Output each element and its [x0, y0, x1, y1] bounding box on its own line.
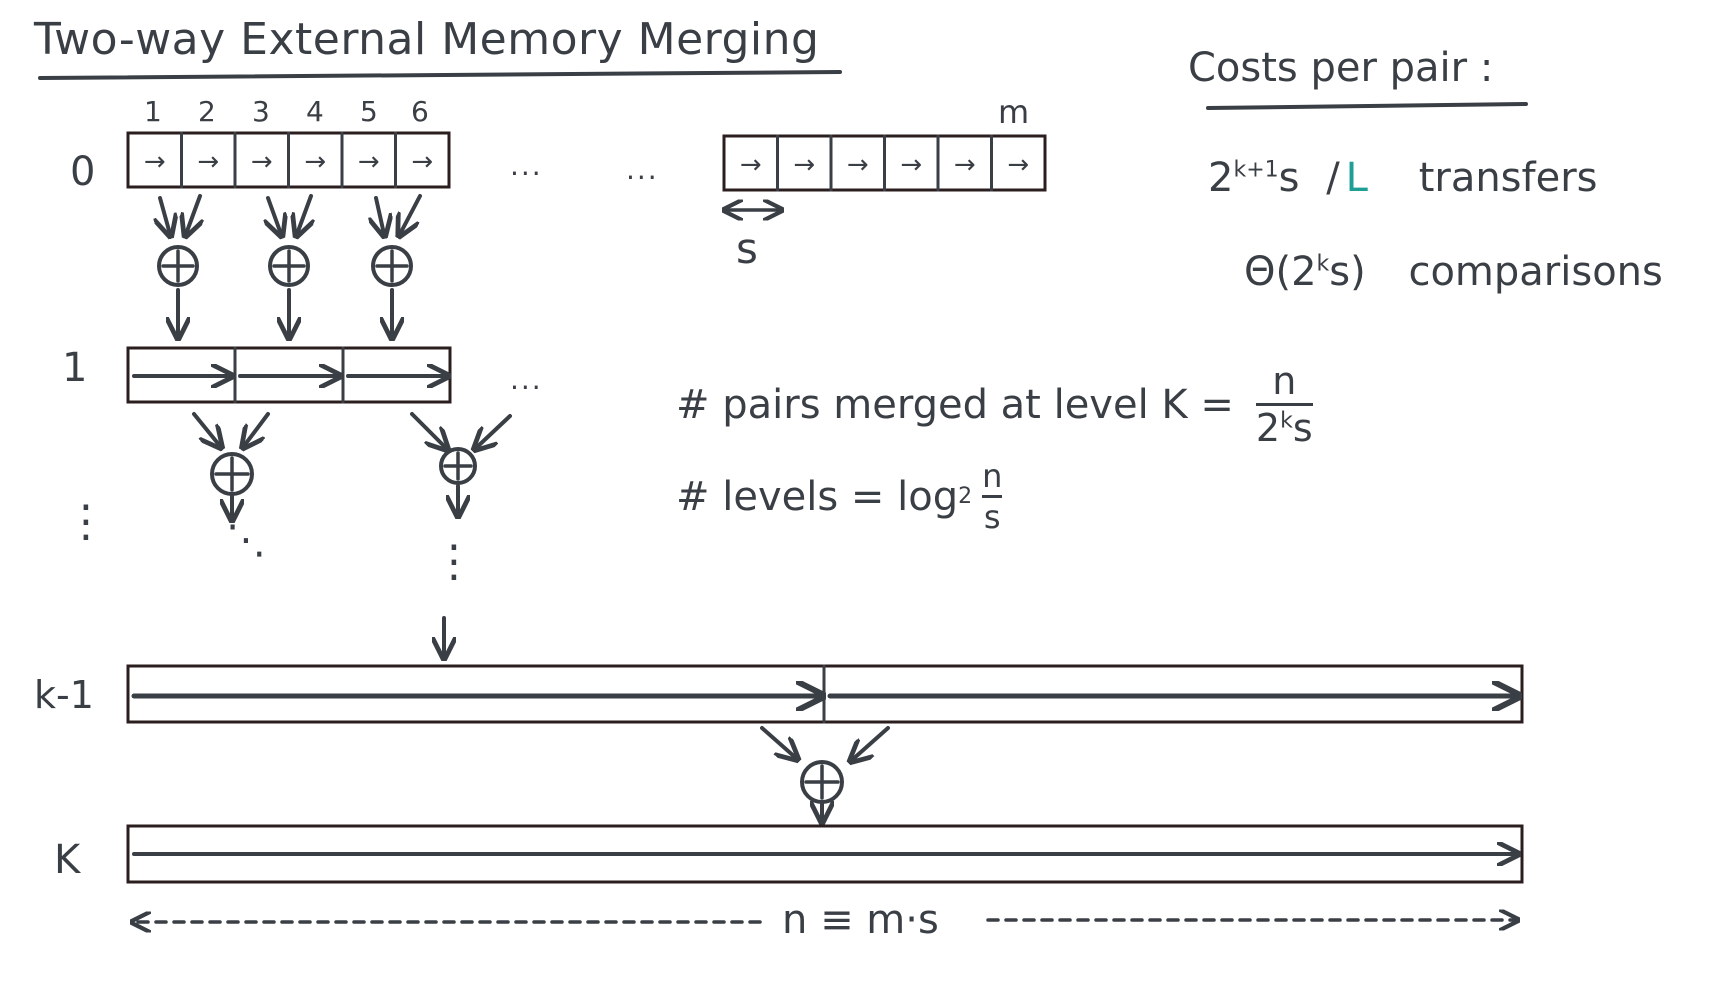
transfers-L: L: [1345, 155, 1368, 201]
level-k-box: [126, 824, 1524, 884]
levels-log-base: 2: [958, 483, 973, 509]
level0-left-cell-arrow-1: →: [144, 147, 166, 177]
level0-left-cell-arrow-5: →: [358, 147, 380, 177]
run-number-5: 5: [360, 95, 378, 128]
comparisons-formula: Θ(2ks) comparisons: [1244, 252, 1663, 292]
level0-left-cell-arrow-2: →: [197, 147, 219, 177]
total-size-label: n ≡ m·s: [782, 897, 939, 943]
transfers-base: 2: [1208, 155, 1234, 201]
level-label-k-minus-1: k-1: [34, 673, 94, 717]
level0-left-cell-arrow-4: →: [304, 147, 326, 177]
transfers-exponent: k+1: [1233, 157, 1279, 183]
ellipsis-level1: ...: [510, 363, 543, 396]
costs-title-underline: [1206, 102, 1528, 110]
run-number-2: 2: [198, 95, 216, 128]
comparisons-close: s): [1329, 249, 1366, 295]
pairs-den-exponent: k: [1280, 408, 1293, 434]
merge0-in-right-2: [297, 194, 311, 234]
levels-lhs: # levels = log: [676, 473, 959, 520]
run-number-m: m: [998, 93, 1030, 131]
diagram-title: Two-way External Memory Merging: [34, 14, 820, 65]
run-number-6: 6: [411, 95, 429, 128]
vertical-ellipsis-levels: ⋮: [64, 496, 108, 547]
pairs-merged-denominator: 2ks: [1256, 409, 1313, 447]
level0-right-cell-arrow-2: →: [793, 150, 815, 180]
transfers-formula: 2k+1s /L transfers: [1208, 158, 1598, 198]
levels-fraction-bar: [982, 495, 1003, 498]
merge0-in-right-3: [400, 194, 422, 234]
merge0-symbol-2-circle: [268, 245, 310, 287]
level0-left-cell-arrow-6: →: [411, 147, 433, 177]
run-number-4: 4: [306, 95, 324, 128]
level0-left-cell-arrow-3: →: [251, 147, 273, 177]
transfers-word: transfers: [1418, 155, 1598, 201]
ellipsis-level0-a: ...: [510, 149, 543, 182]
levels-denominator: s: [983, 498, 1001, 536]
vertical-ellipsis-merge: ⋮: [432, 536, 476, 587]
level0-right-cell-arrow-5: →: [954, 150, 976, 180]
merge0-in-left-2: [268, 196, 281, 234]
merge0-in-left-3: [376, 196, 384, 234]
pairs-merged-lhs: # pairs merged at level K =: [676, 381, 1234, 428]
merge-final-symbol-circle: [800, 760, 844, 804]
run-number-3: 3: [252, 95, 270, 128]
level0-right-cell-arrow-6: →: [1007, 150, 1029, 180]
run-size-label: s: [736, 224, 758, 273]
transfers-slash: /: [1326, 155, 1340, 201]
level-k-minus-1-box: [126, 664, 1524, 724]
merge1-in-right-2: [476, 414, 512, 448]
transfers-s: s: [1278, 155, 1300, 201]
pairs-merged-numerator: n: [1272, 359, 1297, 403]
level0-runs-right-box: [722, 134, 1047, 192]
comparisons-word: comparisons: [1408, 249, 1663, 295]
level0-right-cell-arrow-4: →: [900, 150, 922, 180]
merge1-in-left-2: [410, 412, 446, 448]
pairs-merged-formula: # pairs merged at level K = n 2ks: [676, 362, 1313, 447]
level-label-k: K: [54, 837, 81, 883]
title-underline: [38, 70, 842, 80]
pairs-merged-fraction-bar: [1255, 403, 1313, 406]
merge1-symbol-2-circle: [439, 447, 477, 485]
merge0-symbol-1-circle: [157, 245, 199, 287]
level-label-1: 1: [62, 345, 88, 391]
comparisons-theta-open: Θ(2: [1244, 249, 1317, 295]
merge0-in-left-1: [160, 196, 170, 234]
merge-final-in-right: [852, 726, 890, 760]
merge0-symbol-3-circle: [371, 245, 413, 287]
pairs-merged-fraction: n 2ks: [1255, 359, 1313, 447]
level1-runs-box: [126, 346, 452, 404]
costs-title: Costs per pair :: [1188, 45, 1494, 91]
level0-runs-left-box: [126, 131, 451, 189]
levels-numerator: n: [982, 457, 1003, 495]
levels-fraction: n s: [982, 457, 1003, 536]
run-number-1: 1: [144, 95, 162, 128]
level0-right-cell-arrow-3: →: [847, 150, 869, 180]
level-label-0: 0: [70, 149, 96, 195]
merge0-in-right-1: [186, 194, 200, 234]
diagonal-ellipsis: ⋱: [226, 517, 266, 563]
merge1-in-left-1: [192, 412, 220, 446]
merge-final-in-left: [760, 726, 796, 758]
pairs-den-base: 2: [1255, 406, 1281, 450]
comparisons-exponent: k: [1316, 251, 1330, 277]
merge1-in-right-1: [244, 412, 270, 446]
merge1-symbol-1-circle: [210, 452, 254, 496]
ellipsis-level0-b: ...: [626, 153, 659, 186]
level0-right-cell-arrow-1: →: [740, 150, 762, 180]
pairs-den-s: s: [1292, 406, 1313, 450]
